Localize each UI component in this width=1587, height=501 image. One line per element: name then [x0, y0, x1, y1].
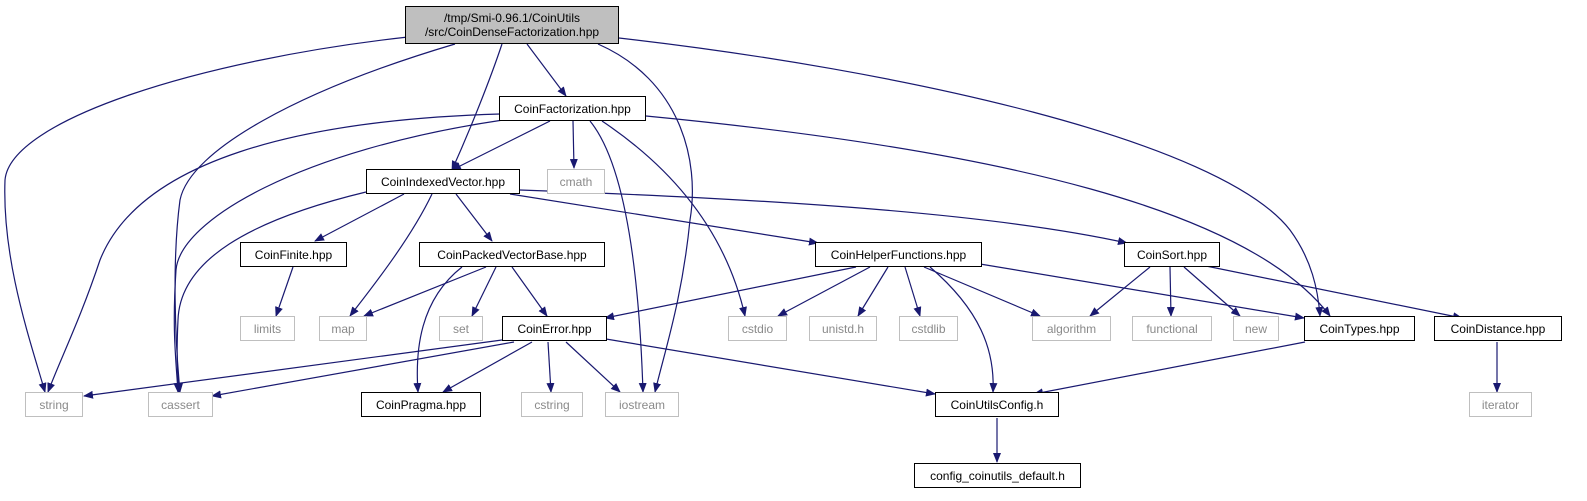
edge-fact-cmath [569, 120, 578, 169]
node-functional: functional [1132, 316, 1212, 341]
node-cstdlib: cstdlib [899, 316, 958, 341]
edge-fact-cassert [173, 119, 504, 393]
edge-sort-functional [1166, 266, 1175, 317]
edge-root-factorization [526, 43, 567, 97]
edge-iv-packedvectorbase [455, 193, 493, 242]
node-cstring: cstring [521, 392, 583, 417]
edge-iv-map [349, 193, 433, 317]
node-coin-types[interactable]: CoinTypes.hpp [1304, 316, 1415, 341]
edge-err-utilsconfig [599, 337, 936, 397]
node-coin-packed-vector-base[interactable]: CoinPackedVectorBase.hpp [419, 242, 605, 267]
node-iterator: iterator [1469, 392, 1532, 417]
edge-hf-coinerror [604, 266, 857, 321]
node-coin-sort[interactable]: CoinSort.hpp [1124, 242, 1220, 267]
node-cstdio: cstdio [728, 316, 787, 341]
edge-root-string [4, 36, 409, 393]
edge-pvb-map [363, 266, 487, 317]
edge-err-cassert [211, 341, 515, 399]
node-cmath: cmath [547, 169, 605, 194]
root-file-line2: /src/CoinDenseFactorization.hpp [424, 25, 600, 39]
edge-fact-cstdio [601, 120, 747, 317]
edge-sort-new [1183, 266, 1241, 317]
edge-pvb-coinerror [511, 266, 548, 317]
node-coin-pragma[interactable]: CoinPragma.hpp [361, 392, 481, 417]
node-coin-indexed-vector[interactable]: CoinIndexedVector.hpp [366, 169, 520, 194]
edge-fact-indexedvector [451, 120, 551, 171]
edge-iv-coinsort [519, 189, 1128, 245]
node-limits: limits [240, 316, 295, 341]
edge-hf-utilsconfig [929, 266, 998, 393]
edge-root-cassert [174, 43, 456, 393]
edge-err-iostream [565, 341, 621, 393]
edge-iv-coinfinite [314, 193, 405, 242]
edge-iv-cassert [174, 191, 367, 393]
node-config-coinutils-default[interactable]: config_coinutils_default.h [914, 463, 1081, 488]
node-coin-helper-functions[interactable]: CoinHelperFunctions.hpp [815, 242, 982, 267]
edge-types-utilsconfig [1033, 341, 1306, 397]
node-new: new [1233, 316, 1279, 341]
node-coin-finite[interactable]: CoinFinite.hpp [240, 242, 347, 267]
edge-err-coinpragma [442, 341, 533, 393]
edge-hf-unistd [857, 266, 889, 317]
edge-root-indexedvector [451, 43, 503, 171]
node-map: map [319, 316, 367, 341]
edge-root-cointypes [618, 37, 1324, 317]
edge-fact-string [47, 113, 501, 393]
edge-sort-algorithm [1089, 266, 1151, 317]
edge-root-iostream [597, 43, 693, 393]
edge-err-cstring [546, 341, 555, 393]
edge-err-string [83, 339, 503, 399]
node-coin-utils-config[interactable]: CoinUtilsConfig.h [935, 392, 1059, 417]
edge-hf-algorithm [923, 266, 1041, 317]
root-file-line1: /tmp/Smi-0.96.1/CoinUtils [443, 11, 581, 25]
node-cassert: cassert [148, 392, 213, 417]
node-coin-error[interactable]: CoinError.hpp [502, 316, 607, 341]
edge-pvb-set [471, 266, 497, 317]
edge-fact-cointypes [645, 115, 1331, 317]
node-algorithm: algorithm [1032, 316, 1111, 341]
edge-fact-iostream [589, 120, 647, 393]
node-string: string [25, 392, 83, 417]
edge-hf-cointypes [979, 263, 1305, 321]
node-coin-factorization[interactable]: CoinFactorization.hpp [499, 96, 646, 121]
edge-hf-cstdlib [904, 266, 922, 317]
node-iostream: iostream [605, 392, 679, 417]
node-unistd-h: unistd.h [809, 316, 877, 341]
root-file-node: /tmp/Smi-0.96.1/CoinUtils /src/CoinDense… [405, 6, 619, 44]
edge-iv-helperfunctions [509, 193, 819, 246]
edge-sort-coindistance [1205, 265, 1463, 321]
edge-hf-cstdio [777, 266, 871, 317]
node-set: set [439, 316, 483, 341]
node-coin-distance[interactable]: CoinDistance.hpp [1434, 316, 1562, 341]
edge-finite-limits [275, 266, 294, 317]
edge-pvb-coinpragma [413, 266, 463, 393]
